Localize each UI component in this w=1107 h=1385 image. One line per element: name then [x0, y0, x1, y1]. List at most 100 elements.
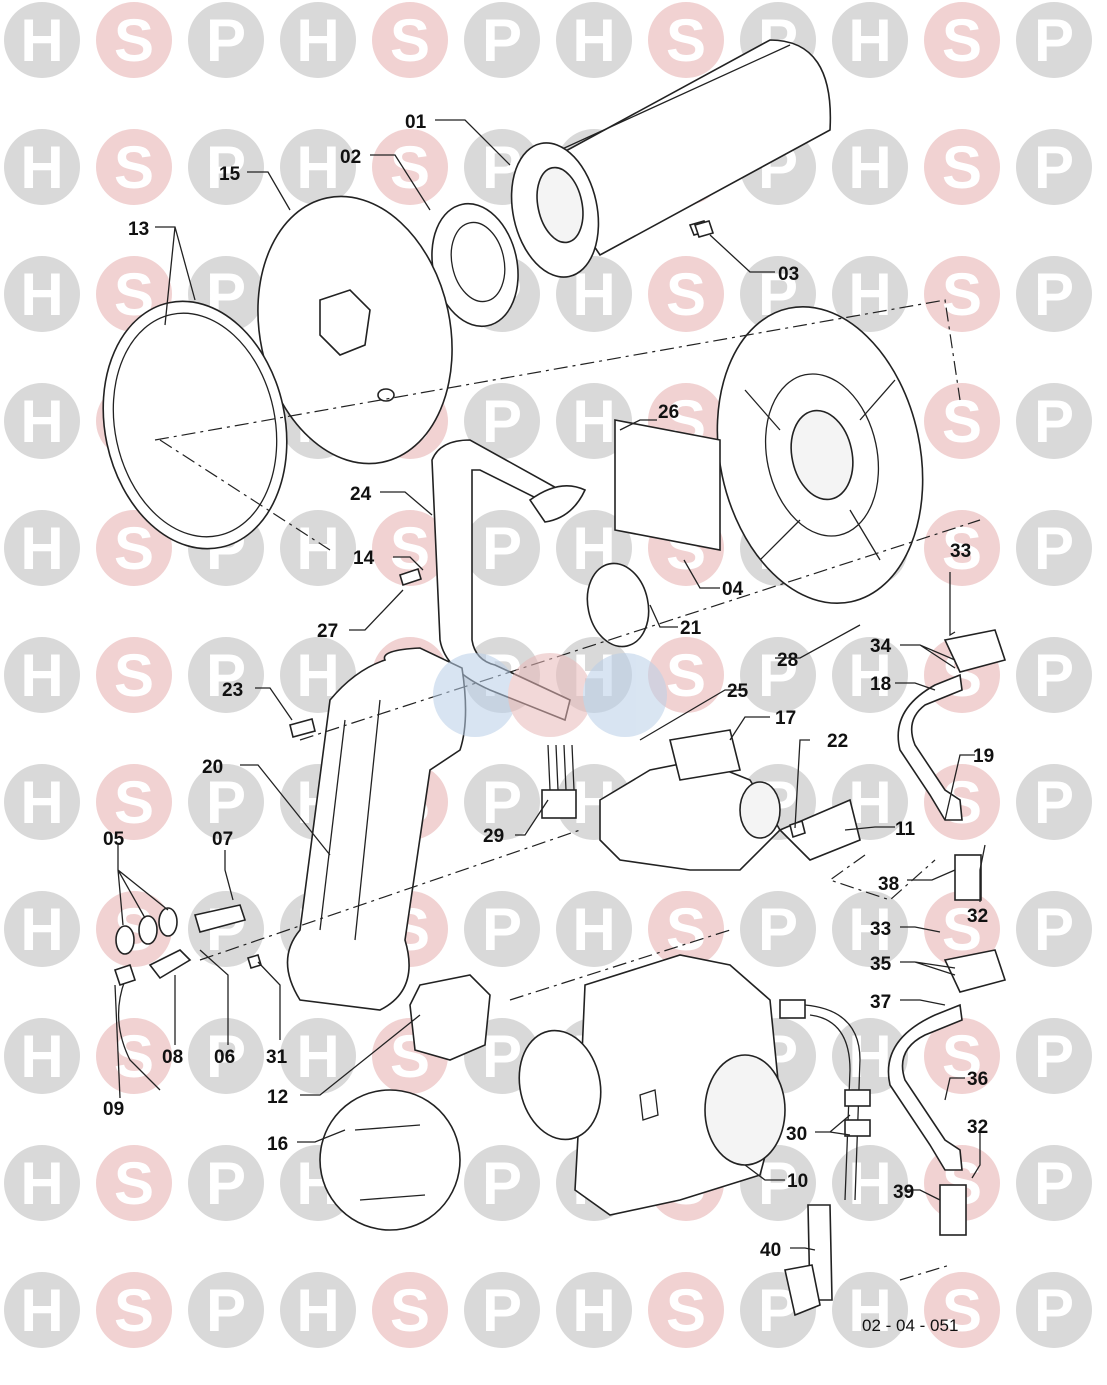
watermark-letter: H: [20, 261, 63, 328]
watermark-circle: [4, 256, 80, 332]
callout-04: 04: [722, 579, 744, 600]
watermark-circle: [648, 891, 724, 967]
watermark-letter: P: [1034, 1277, 1074, 1344]
watermark-letter: P: [206, 1277, 246, 1344]
callout-39: 39: [893, 1182, 914, 1203]
watermark-letter: S: [114, 769, 154, 836]
diagram-artwork: [102, 39, 1007, 1317]
watermark-letter: S: [114, 7, 154, 74]
watermark-circle: [924, 129, 1000, 205]
watermark-circle: [924, 891, 1000, 967]
watermark-letter: H: [848, 1277, 891, 1344]
part-fan: [518, 954, 786, 1216]
watermark-letter: P: [1034, 388, 1074, 455]
watermark-letter: H: [20, 642, 63, 709]
watermark-circle: [1016, 129, 1092, 205]
watermark-letter: H: [572, 7, 615, 74]
watermark-letter: P: [758, 896, 798, 963]
watermark-circle: [188, 1272, 264, 1348]
part-fitting-upper: [954, 854, 982, 901]
watermark-letter: S: [114, 1150, 154, 1217]
part-plate: [614, 419, 721, 551]
watermark-circle: [924, 256, 1000, 332]
watermark-circle: [96, 129, 172, 205]
watermark-circle: [96, 1145, 172, 1221]
watermark-letter: H: [572, 896, 615, 963]
watermark-letter: H: [296, 134, 339, 201]
callout-28: 28: [777, 650, 798, 671]
watermark-circle: [188, 1145, 264, 1221]
part-venturi: [286, 647, 467, 1011]
watermark-letter: P: [482, 1150, 522, 1217]
watermark-circle: [1016, 764, 1092, 840]
watermark-circle: [96, 764, 172, 840]
watermark-letter: H: [848, 896, 891, 963]
watermark-letter: S: [942, 1023, 982, 1090]
callout-14: 14: [353, 548, 375, 569]
watermark-circle: [4, 1272, 80, 1348]
watermark-letter: P: [1034, 642, 1074, 709]
watermark-circle: [280, 129, 356, 205]
part-screw-27: [399, 567, 422, 587]
watermark-letter: H: [20, 769, 63, 836]
watermark-circle: [464, 383, 540, 459]
part-screw-31: [247, 954, 262, 969]
watermark-letter: H: [296, 1023, 339, 1090]
watermark-circle: [464, 764, 540, 840]
watermark-letter: P: [1034, 515, 1074, 582]
watermark-circle: [280, 2, 356, 78]
watermark-circle: [740, 637, 816, 713]
watermark-circle: [1016, 637, 1092, 713]
watermark-letter: H: [296, 1277, 339, 1344]
watermark-circle: [372, 1272, 448, 1348]
assembly-axis-lines: [154, 299, 981, 1281]
watermark-letter: P: [1034, 769, 1074, 836]
watermark-circle: [924, 383, 1000, 459]
part-gas-pipes-right: [887, 673, 963, 1171]
callout-19: 19: [973, 746, 994, 767]
watermark-circle: [4, 2, 80, 78]
watermark-letter: H: [20, 1150, 63, 1217]
watermark-circle: [924, 2, 1000, 78]
watermark-letter: H: [296, 515, 339, 582]
watermark-letter: P: [206, 1150, 246, 1217]
watermark-letter: P: [1034, 1023, 1074, 1090]
watermark-circle: [188, 764, 264, 840]
watermark-letter: H: [848, 642, 891, 709]
watermark-circle: [464, 510, 540, 586]
watermark-circle: [96, 891, 172, 967]
leader-lines: [114, 119, 986, 1251]
callout-16: 16: [267, 1134, 288, 1155]
watermark-circle: [4, 129, 80, 205]
watermark-letter: S: [942, 261, 982, 328]
watermark-letter: H: [20, 515, 63, 582]
watermark-circle: [464, 1145, 540, 1221]
watermark-letter: S: [666, 642, 706, 709]
watermark-letter: H: [20, 388, 63, 455]
watermark-circle: [832, 637, 908, 713]
watermark-circle: [464, 1272, 540, 1348]
callout-11: 11: [895, 819, 916, 840]
callout-33-upper: 33: [950, 541, 971, 562]
watermark-letter: P: [206, 7, 246, 74]
watermark-circle: [832, 2, 908, 78]
watermark-letter: P: [482, 1023, 522, 1090]
callout-30: 30: [786, 1124, 807, 1145]
watermark-circle: [832, 129, 908, 205]
watermark-circle: [4, 891, 80, 967]
part-screw-23: [289, 718, 316, 738]
watermark-circle: [188, 129, 264, 205]
part-isolation-valve: [784, 1204, 833, 1317]
watermark-circle: [188, 1018, 264, 1094]
watermark-circle: [1016, 510, 1092, 586]
watermark-letter: P: [1034, 1150, 1074, 1217]
callout-37: 37: [870, 992, 891, 1013]
watermark-letter: H: [20, 1023, 63, 1090]
watermark-circle: [556, 1272, 632, 1348]
watermark-letter: S: [666, 7, 706, 74]
part-number-callouts: 01 02 03 04 05 06 07 08 09 10 11 12 13 1…: [103, 112, 994, 1261]
watermark-letter: H: [296, 7, 339, 74]
callout-03: 03: [778, 264, 799, 285]
watermark-circle: [1016, 1272, 1092, 1348]
